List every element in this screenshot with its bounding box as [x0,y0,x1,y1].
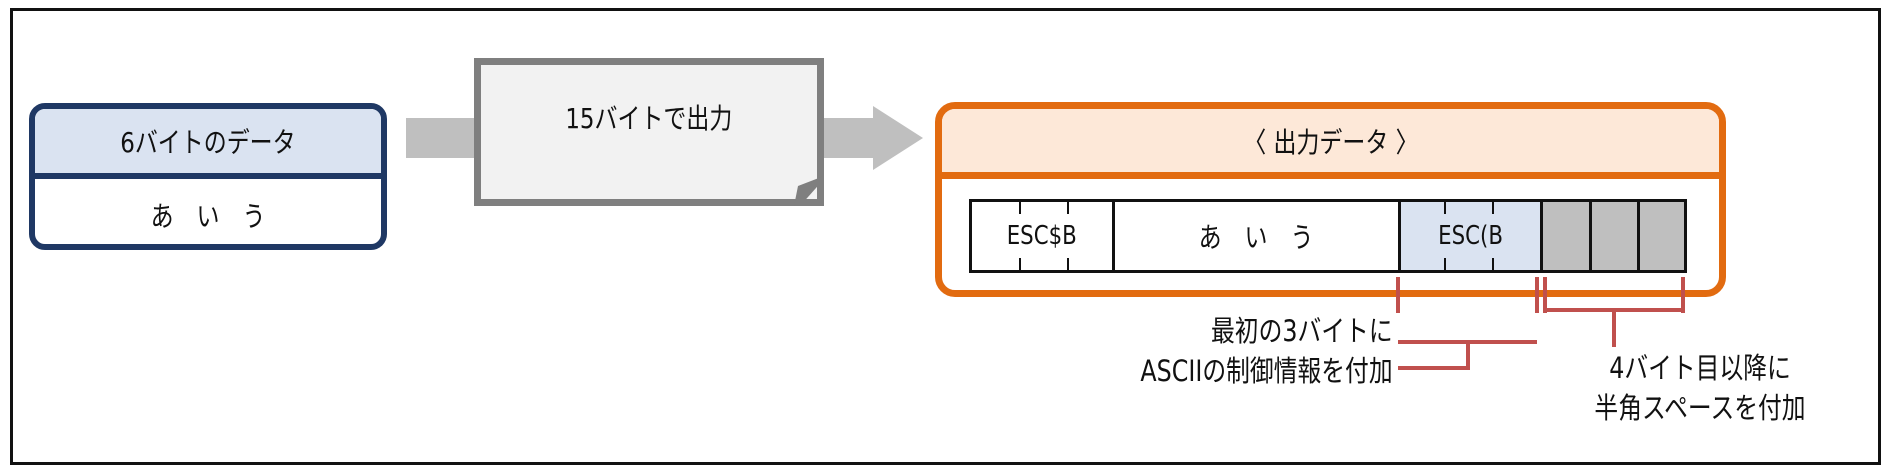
input-box-body: あ い う [35,179,381,244]
arrow-shaft-left [406,118,476,158]
byte-tick [1444,258,1446,270]
process-document-box: 15バイトで出力 [474,58,824,206]
byte-tick [1444,202,1446,214]
input-data-box: 6バイトのデータ あ い う [29,103,387,250]
annotation-right-line1: 4バイト目以降に [1609,351,1791,385]
cell-space-3 [1637,199,1687,273]
cell-esc-end: ESC(B [1398,199,1543,273]
output-box-header: 〈 出力データ 〉 [942,109,1719,179]
folded-corner-icon [794,176,824,206]
content-label: あ い う [1199,221,1314,254]
outer-frame [10,8,1881,465]
esc-start-label: ESC$B [1006,221,1078,251]
cell-content: あ い う [1112,199,1401,273]
annotation-left-line1: 最初の3バイトに [1211,314,1393,348]
annotation-right: 4バイト目以降に 半角スペースを付加 [1530,348,1870,428]
arrow-shaft-right [822,118,874,158]
output-box-title: 〈 出力データ 〉 [1242,125,1419,159]
process-label: 15バイトで出力 [565,102,733,135]
bracket-line [1398,366,1470,370]
bracket-line [1396,277,1400,313]
byte-tick [1019,258,1021,270]
annotation-left: 最初の3バイトに ASCIIの制御情報を付加 [1085,311,1393,391]
bracket-line [1466,340,1470,370]
cell-space-2 [1589,199,1640,273]
byte-tick [1067,258,1069,270]
input-box-title: 6バイトのデータ [120,126,296,159]
bracket-line [1681,277,1685,313]
bracket-line [1543,277,1547,313]
bracket-line [1535,277,1539,313]
esc-end-label: ESC(B [1438,221,1503,251]
cell-space-1 [1540,199,1592,273]
byte-tick [1067,202,1069,214]
byte-tick [1492,258,1494,270]
annotation-right-line2: 半角スペースを付加 [1594,391,1806,425]
input-box-header: 6バイトのデータ [35,109,381,179]
arrow-head-icon [873,106,923,170]
byte-tick [1019,202,1021,214]
input-box-content: あ い う [150,199,266,233]
byte-tick [1492,202,1494,214]
cell-esc-start: ESC$B [969,199,1115,273]
annotation-left-line2: ASCIIの制御情報を付加 [1140,354,1393,388]
bracket-line [1612,310,1616,347]
